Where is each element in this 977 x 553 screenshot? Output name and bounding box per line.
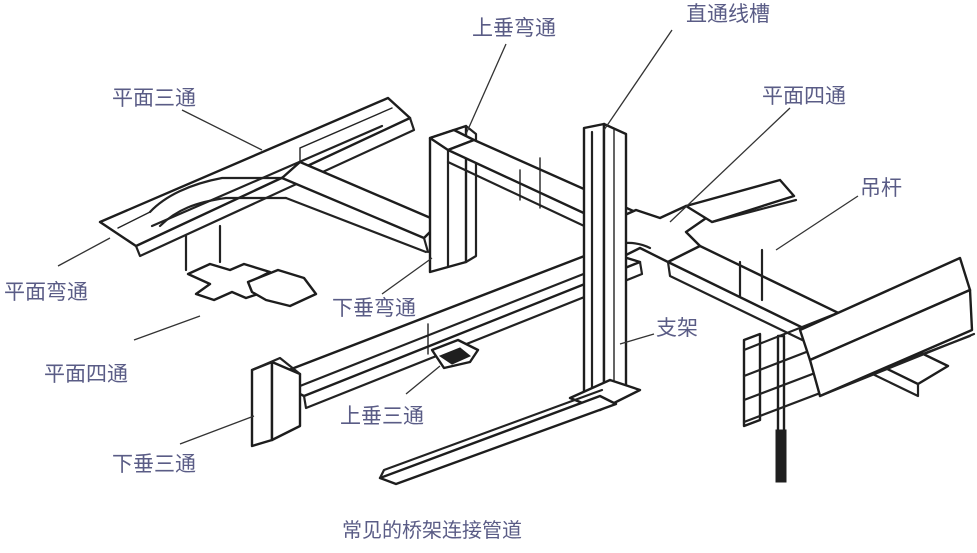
- label-support: 支架: [656, 316, 698, 340]
- label-flat-cross-right: 平面四通: [762, 84, 846, 108]
- label-upper-vertical-bend: 上垂弯通: [472, 16, 556, 40]
- label-straight-trough: 直通线槽: [686, 2, 770, 26]
- label-flat-cross-left: 平面四通: [44, 362, 128, 386]
- label-hanger-rod: 吊杆: [860, 176, 902, 200]
- label-upper-vertical-tee: 上垂三通: [340, 404, 424, 428]
- figure-caption: 常见的桥架连接管道: [342, 518, 522, 542]
- vertical-bend-column: [428, 124, 478, 274]
- label-flat-tee: 平面三通: [112, 86, 196, 110]
- left-hanger-with-cross: [184, 224, 318, 308]
- lower-vertical-tee: [250, 356, 302, 448]
- support-stand: [568, 122, 642, 412]
- label-flat-elbow: 平面弯通: [4, 280, 88, 304]
- leader-lines: [57, 29, 859, 445]
- flat-tee-tray: [98, 96, 442, 258]
- hanger-rod-assembly: [738, 248, 976, 483]
- label-lower-vertical-tee: 下垂三通: [112, 452, 196, 476]
- base-rail: [378, 388, 618, 486]
- upper-vertical-tee: [430, 338, 480, 370]
- label-lower-vertical-bend: 下垂弯通: [332, 296, 416, 320]
